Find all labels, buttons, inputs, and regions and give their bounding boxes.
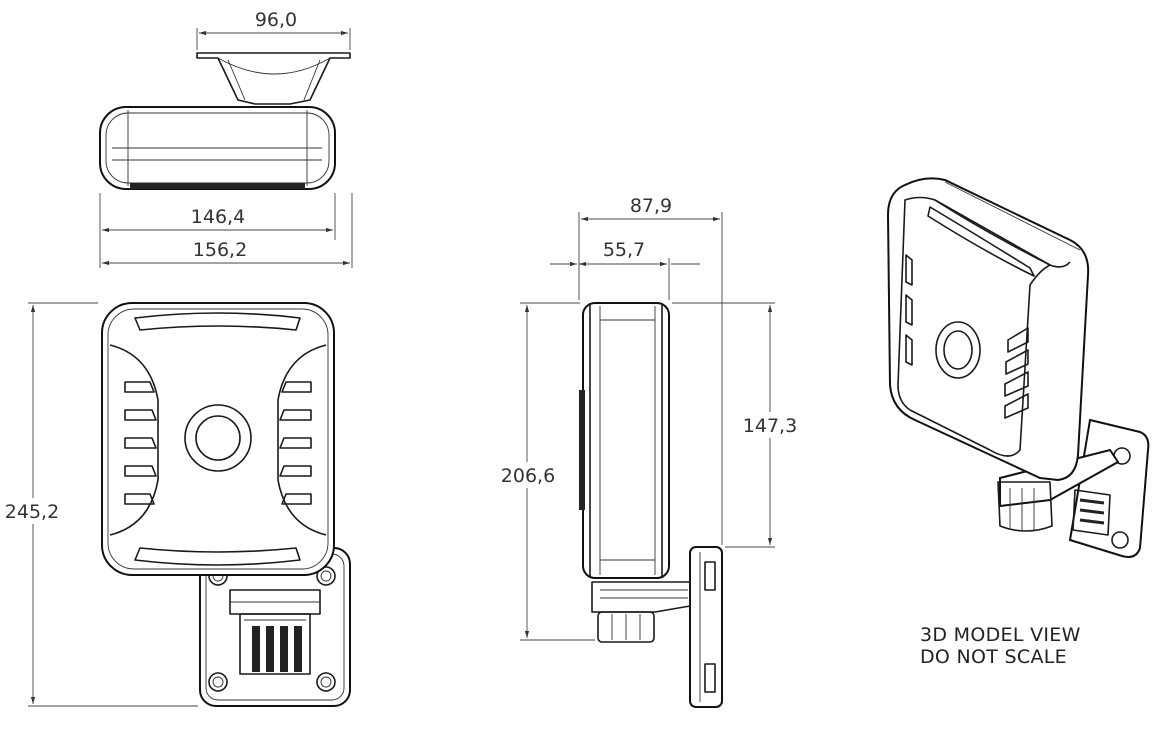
iso-center-ring <box>935 321 981 379</box>
side-view-wall-plate <box>689 546 723 708</box>
left-fins <box>124 381 157 505</box>
top-view: 96,0 146,4 156,2 <box>99 9 353 268</box>
dim-55-label: 55,7 <box>603 239 645 261</box>
note-line-2: DO NOT SCALE <box>920 646 1067 668</box>
note-3d-model: 3D MODEL VIEW DO NOT SCALE <box>920 624 1081 668</box>
dim-156: 156,2 <box>102 193 353 268</box>
dim-96-label: 96,0 <box>255 9 297 31</box>
side-view-body <box>579 302 670 579</box>
dim-245: 245,2 <box>0 302 198 707</box>
dim-96: 96,0 <box>196 9 351 50</box>
iso-fins <box>905 254 1029 419</box>
right-fins <box>279 381 312 505</box>
iso-body <box>886 177 1090 482</box>
front-center-ring <box>184 404 252 472</box>
iso-wall-bracket <box>1068 418 1150 558</box>
isometric-view <box>886 177 1150 558</box>
dim-206-label: 206,6 <box>501 465 555 487</box>
front-view-body <box>101 302 335 576</box>
dim-245-label: 245,2 <box>5 501 59 523</box>
side-view-arm <box>591 581 691 643</box>
top-view-bracket <box>196 52 351 105</box>
dim-156-label: 156,2 <box>193 239 247 261</box>
dim-55: 55,7 <box>550 239 700 300</box>
note-line-1: 3D MODEL VIEW <box>920 624 1081 646</box>
front-view-bracket <box>199 547 351 707</box>
side-view: 87,9 55,7 206,6 147,3 <box>497 195 802 708</box>
dim-146: 146,4 <box>99 193 336 268</box>
dim-87-label: 87,9 <box>630 195 672 217</box>
front-view: 245,2 <box>0 302 351 707</box>
dim-206: 206,6 <box>497 302 595 641</box>
dim-147-label: 147,3 <box>743 415 797 437</box>
dim-147: 147,3 <box>672 302 802 548</box>
top-view-body <box>99 106 336 190</box>
dim-87: 87,9 <box>578 195 723 545</box>
dim-146-label: 146,4 <box>191 206 245 228</box>
